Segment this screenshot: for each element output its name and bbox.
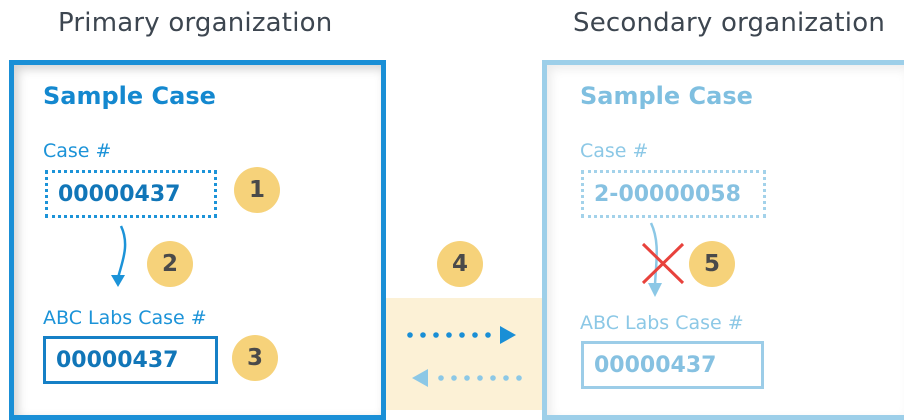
sync-left-arrow-icon <box>412 369 522 387</box>
blocked-down-arrow-icon <box>649 222 658 286</box>
primary-org-title: Primary organization <box>58 8 333 38</box>
red-cross-icon <box>641 242 685 285</box>
secondary-case-number-label: Case # <box>580 140 649 162</box>
secondary-case-number-field[interactable]: 2-00000058 <box>581 170 766 218</box>
primary-case-panel: Sample Case Case # 00000437 ABC Labs Cas… <box>9 60 386 420</box>
secondary-case-panel: Sample Case Case # 2-00000058 ABC Labs C… <box>542 60 904 420</box>
primary-case-number-label: Case # <box>43 140 112 162</box>
step-badge-5: 5 <box>689 241 735 287</box>
blocked-down-arrowhead-icon <box>648 283 662 297</box>
secondary-partner-case-label: ABC Labs Case # <box>580 312 744 334</box>
sync-band <box>386 298 542 410</box>
copy-down-arrowhead-icon <box>111 275 125 287</box>
step-badge-4: 4 <box>437 241 483 287</box>
secondary-partner-case-field[interactable]: 00000437 <box>581 341 764 389</box>
primary-case-number-field[interactable]: 00000437 <box>45 170 217 218</box>
primary-partner-case-label: ABC Labs Case # <box>43 307 207 329</box>
copy-down-arrow-icon <box>116 225 127 279</box>
step-badge-1: 1 <box>234 167 280 213</box>
step-badge-3: 3 <box>232 335 278 381</box>
step-badge-2: 2 <box>147 241 193 287</box>
secondary-org-title: Secondary organization <box>573 8 886 38</box>
primary-case-heading: Sample Case <box>43 82 216 110</box>
sync-right-arrow-icon <box>407 326 516 344</box>
primary-partner-case-field[interactable]: 00000437 <box>43 336 218 384</box>
secondary-case-heading: Sample Case <box>580 82 753 110</box>
